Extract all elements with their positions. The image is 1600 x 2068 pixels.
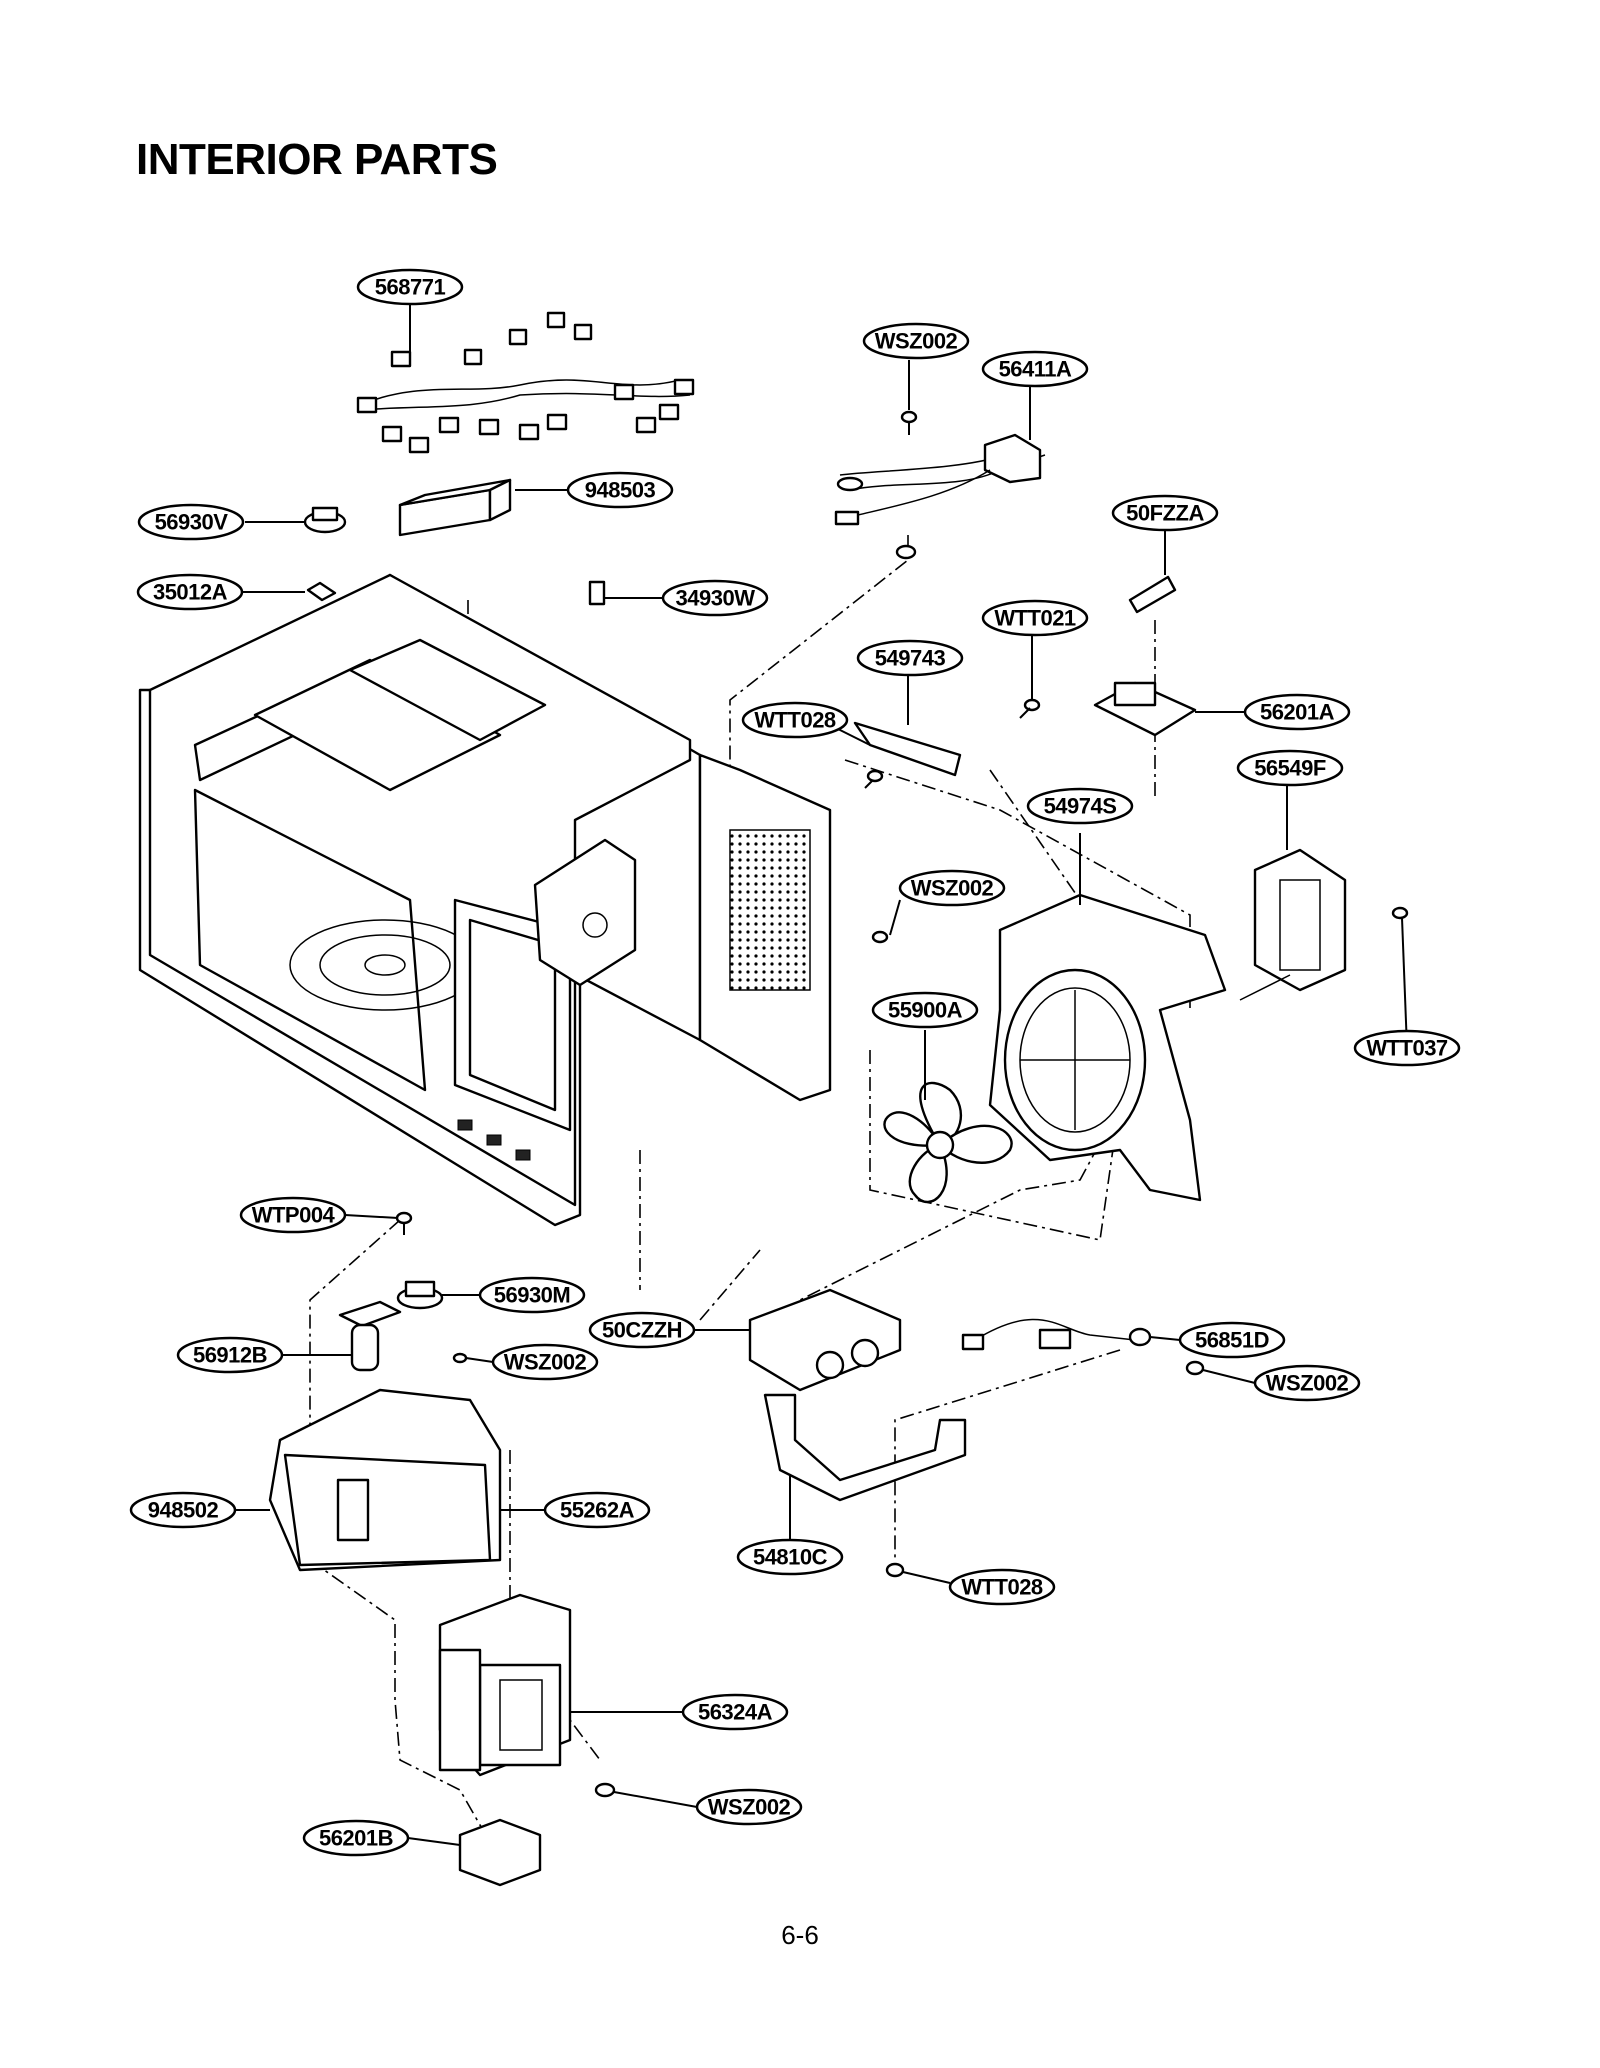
svg-text:55900A: 55900A: [888, 998, 963, 1023]
svg-text:56930M: 56930M: [494, 1283, 571, 1308]
svg-text:56549F: 56549F: [1254, 756, 1326, 781]
label-wsz002-bottom: WSZ002: [695, 1788, 803, 1826]
svg-text:54810C: 54810C: [753, 1545, 828, 1570]
svg-text:WTP004: WTP004: [252, 1203, 336, 1228]
label-56324a: 56324A: [681, 1693, 789, 1731]
svg-text:WSZ002: WSZ002: [1266, 1371, 1349, 1396]
svg-text:WTT021: WTT021: [994, 606, 1076, 631]
svg-text:WSZ002: WSZ002: [911, 876, 994, 901]
label-50czzh: 50CZZH: [588, 1311, 696, 1349]
label-54810c: 54810C: [736, 1538, 844, 1576]
label-55900a: 55900A: [871, 991, 979, 1029]
fan-duct-assembly: [871, 848, 1409, 1204]
oven-cavity-chassis: [138, 573, 832, 1227]
svg-text:56930V: 56930V: [155, 510, 229, 535]
label-wsz002-top: WSZ002: [862, 322, 970, 360]
svg-text:50FZZA: 50FZZA: [1126, 501, 1204, 526]
label-56930m: 56930M: [478, 1276, 586, 1314]
svg-text:56324A: 56324A: [698, 1700, 773, 1725]
label-948503: 948503: [566, 471, 674, 509]
svg-text:56201A: 56201A: [1260, 700, 1335, 725]
label-568771: 568771: [356, 268, 464, 306]
page-title: INTERIOR PARTS: [136, 135, 498, 184]
label-56851d: 56851D: [1178, 1321, 1286, 1359]
svg-text:549743: 549743: [875, 646, 946, 671]
svg-text:56201B: 56201B: [319, 1826, 393, 1851]
svg-text:56411A: 56411A: [999, 357, 1072, 382]
label-wtt028-lower: WTT028: [948, 1568, 1056, 1606]
leader-lines: [235, 303, 1408, 1846]
label-56930v: 56930V: [137, 503, 245, 541]
label-34930w: 34930W: [661, 579, 769, 617]
svg-text:948503: 948503: [585, 478, 656, 503]
svg-text:WSZ002: WSZ002: [708, 1795, 791, 1820]
svg-text:WTT028: WTT028: [754, 708, 836, 733]
label-948502: 948502: [129, 1491, 237, 1529]
label-50fzza: 50FZZA: [1111, 494, 1219, 532]
svg-text:54974S: 54974S: [1044, 794, 1117, 819]
wire-harness-part: [356, 311, 695, 454]
label-wsz002-right: WSZ002: [1253, 1364, 1361, 1402]
label-wtt028-upper: WTT028: [741, 701, 849, 739]
svg-text:WSZ002: WSZ002: [875, 329, 958, 354]
label-35012a: 35012A: [136, 573, 244, 611]
label-wtt021: WTT021: [981, 599, 1089, 637]
svg-text:34930W: 34930W: [676, 586, 756, 611]
label-54974s: 54974S: [1026, 787, 1134, 825]
label-wsz002-middle: WSZ002: [898, 869, 1006, 907]
svg-text:50CZZH: 50CZZH: [602, 1318, 682, 1343]
label-55262a: 55262A: [543, 1491, 651, 1529]
label-wtt037: WTT037: [1353, 1029, 1461, 1067]
svg-text:WTT037: WTT037: [1366, 1036, 1448, 1061]
label-56411a: 56411A: [981, 350, 1089, 388]
lower-parts: [268, 1211, 1205, 1887]
label-56912b: 56912B: [176, 1336, 284, 1374]
svg-text:55262A: 55262A: [560, 1498, 635, 1523]
small-parts: [303, 410, 1197, 789]
label-wtp004: WTP004: [239, 1196, 347, 1234]
part-labels: 568771 WSZ002 56411A 948503 56930V 50FZZ…: [129, 268, 1461, 1857]
svg-text:56851D: 56851D: [1195, 1328, 1269, 1353]
svg-text:568771: 568771: [375, 275, 446, 300]
label-56549f: 56549F: [1236, 749, 1344, 787]
svg-text:35012A: 35012A: [153, 580, 228, 605]
svg-text:56912B: 56912B: [193, 1343, 267, 1368]
label-549743: 549743: [856, 639, 964, 677]
label-56201a: 56201A: [1243, 693, 1351, 731]
label-wsz002-left: WSZ002: [491, 1343, 599, 1381]
svg-text:948502: 948502: [148, 1498, 219, 1523]
svg-text:WSZ002: WSZ002: [504, 1350, 587, 1375]
label-56201b: 56201B: [302, 1819, 410, 1857]
svg-text:WTT028: WTT028: [961, 1575, 1043, 1600]
page-number: 6-6: [781, 1920, 819, 1950]
